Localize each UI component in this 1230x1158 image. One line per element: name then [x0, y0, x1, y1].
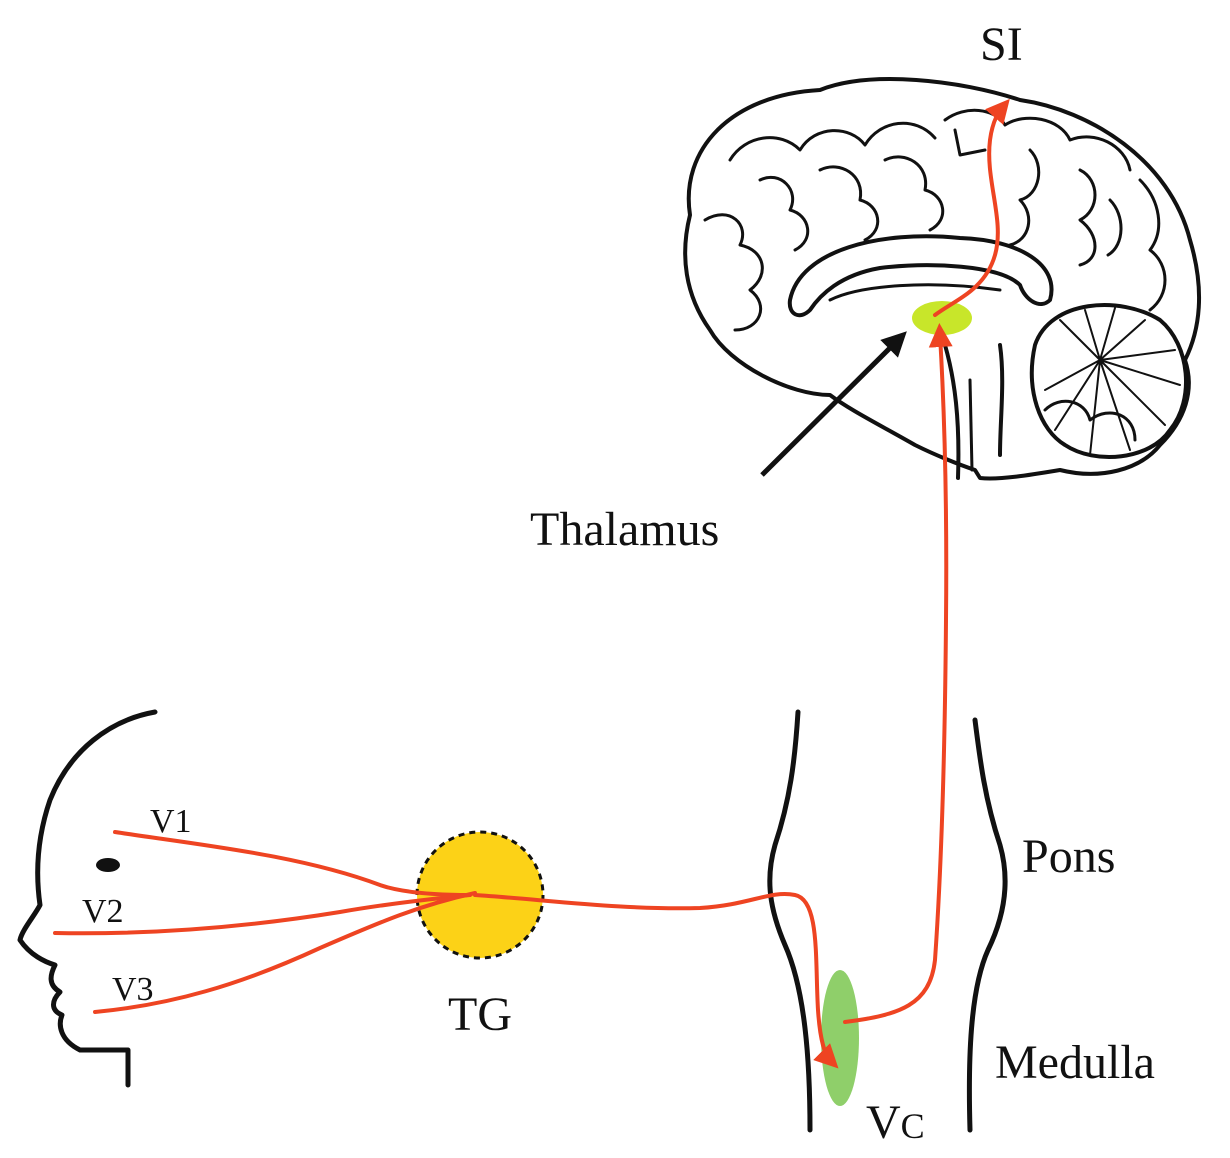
label-si: SI — [980, 18, 1023, 71]
label-medulla: Medulla — [995, 1036, 1155, 1089]
thalamus-to-si-pathway — [933, 98, 1010, 317]
label-tg: TG — [448, 988, 512, 1041]
label-pons: Pons — [1022, 830, 1115, 883]
v1-nerve-branch — [113, 830, 472, 897]
label-v3: V3 — [112, 971, 154, 1008]
thalamus-pointer-arrow — [760, 331, 907, 477]
head-profile-outline — [17, 709, 158, 1088]
vc-to-thalamus-pathway — [843, 323, 953, 1024]
label-v1: V1 — [150, 803, 192, 840]
label-vc: VC — [866, 1096, 925, 1149]
label-thalamus: Thalamus — [530, 503, 719, 556]
vc-nucleus — [821, 970, 859, 1106]
brainstem-right-wall — [966, 717, 1008, 1133]
label-vc-main: V — [866, 1096, 901, 1149]
brainstem-left-wall — [767, 709, 813, 1133]
v2-nerve-branch — [53, 893, 472, 936]
label-vc-sub: C — [901, 1106, 925, 1146]
label-v2: V2 — [82, 893, 124, 930]
tg-to-vc-pathway — [473, 892, 839, 1069]
thalamus-nucleus — [912, 301, 972, 335]
eye-dot — [96, 858, 120, 872]
v3-nerve-branch — [93, 891, 477, 1014]
